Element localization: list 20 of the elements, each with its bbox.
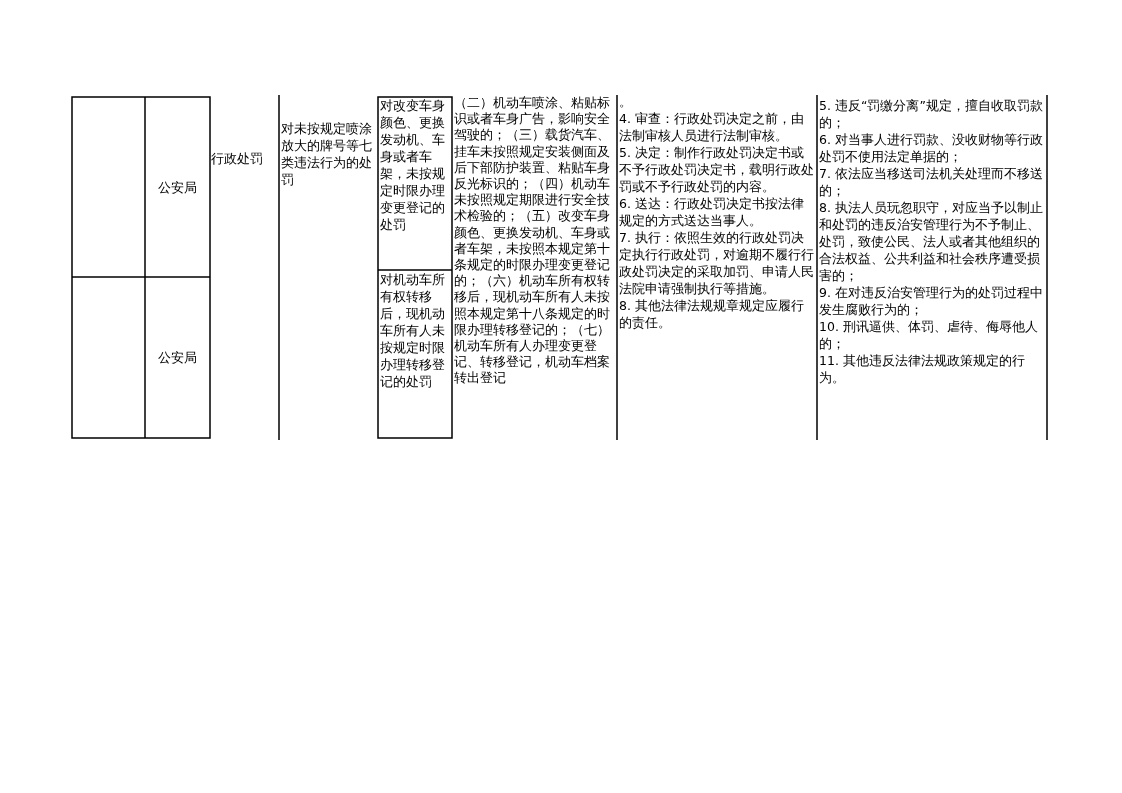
penalty-item: 对改变车身颜色、更换发动机、车身或者车架，未按规定时限办理变更登记的处罚: [380, 97, 446, 233]
department-name: 公安局: [158, 349, 197, 366]
penalty-type: 行政处罚: [211, 150, 264, 167]
department-name: 公安局: [158, 178, 197, 196]
penalty-item: 对未按规定喷涂放大的牌号等七类违法行为的处罚: [281, 120, 373, 188]
misconduct-item: 5. 违反“罚缴分离”规定，擅自收取罚款的；: [819, 97, 1044, 131]
procedure-step: 5. 决定：制作行政处罚决定书或不予行政处罚决定书，载明行政处罚或不予行政处罚的内容。: [619, 144, 816, 195]
violation-list: （二）机动车喷涂、粘贴标识或者车身广告，影响安全驾驶的；（三）载货汽车、挂车未按照规定安装侧面及后下部防护装置、粘贴车身反光标识的；（四）机动车未按照规定期限进行安全技术检验的；（五）改变车身颜色、更换发动机、车身或者车架，未按照本规定第十条规定的时限办理变更登记的；（六）机动车所有权转移后，现机动车所有人未按照本规定第十八条规定的时限办理转移登记的；（七）机动车所有人办理变更登记、转移登记，机动车档案转出登记: [454, 95, 617, 387]
misconduct-item: 6. 对当事人进行罚款、没收财物等行政处罚不使用法定单据的；: [819, 131, 1044, 165]
misconduct-item: 11. 其他违反法律法规政策规定的行为。: [819, 352, 1026, 386]
procedure-step: 6. 送达：行政处罚决定书按法律规定的方式送达当事人。: [619, 195, 816, 229]
procedure-step: 7. 执行：依照生效的行政处罚决定执行行政处罚，对逾期不履行行政处罚决定的采取加罚、申请人民法院申请强制执行等措施。: [619, 229, 816, 297]
misconduct-item: 10. 刑讯逼供、体罚、虐待、侮辱他人的；: [819, 318, 1039, 352]
penalty-item: 对机动车所有权转移后，现机动车所有人未按规定时限办理转移登记的处罚: [380, 271, 446, 390]
misconduct-item: 9. 在对违反治安管理行为的处罚过程中发生腐败行为的；: [819, 284, 1044, 318]
procedure-step: 8. 其他法律法规规章规定应履行的责任。: [619, 297, 816, 331]
misconduct-item: 7. 依法应当移送司法机关处理而不移送的；: [819, 165, 1044, 199]
misconduct-item: 8. 执法人员玩忽职守，对应当予以制止和处罚的违反治安管理行为不予制止、处罚，致使公民、法人或者其他组织的合法权益、公共利益和社会秩序遭受损害的；: [819, 199, 1044, 284]
procedure-step: 4. 审查：行政处罚决定之前，由法制审核人员进行法制审核。: [619, 110, 816, 144]
procedure-step: 。: [619, 93, 816, 110]
